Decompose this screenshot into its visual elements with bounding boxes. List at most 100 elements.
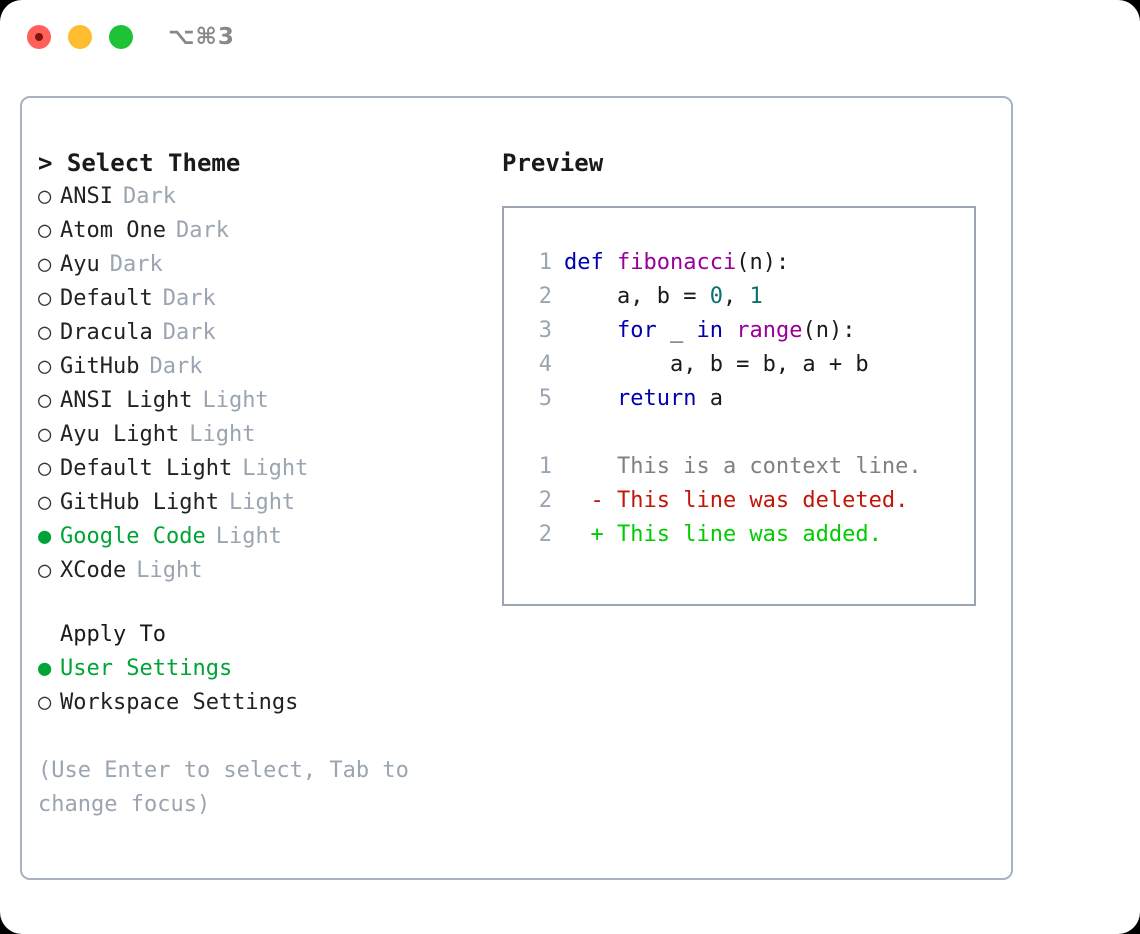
code-line-content: def fibonacci(n): (564, 246, 789, 280)
radio-unselected-icon[interactable]: ○ (38, 490, 52, 515)
diff-line-add: 2 + This line was added. (522, 518, 974, 552)
theme-option-label: Dracula (60, 320, 153, 345)
code-token-id: a (696, 386, 723, 411)
code-line-content: return a (564, 382, 723, 416)
theme-variant-label: Light (189, 422, 256, 447)
theme-variant-label: Light (136, 558, 203, 583)
theme-option-ansi-light[interactable]: ○ ANSI Light Light (38, 384, 478, 418)
title-bar: ⌥⌘3 (0, 0, 1140, 78)
select-theme-header: > Select Theme (38, 149, 241, 177)
line-number: 4 (538, 352, 552, 377)
code-token-kw: return (616, 386, 697, 411)
theme-variant-label: Dark (109, 252, 163, 277)
theme-option-ayu-light[interactable]: ○ Ayu Light Light (38, 418, 478, 452)
radio-unselected-icon[interactable]: ○ (38, 184, 52, 209)
apply-to-option-label: Workspace Settings (60, 690, 299, 715)
radio-unselected-icon[interactable]: ○ (38, 218, 52, 243)
line-number: 1 (538, 454, 552, 479)
code-line: 2 a, b = 0, 1 (522, 280, 974, 314)
radio-unselected-icon[interactable]: ○ (38, 422, 52, 447)
code-line: 5 return a (522, 382, 974, 416)
apply-to-title: Apply To (60, 622, 166, 647)
radio-unselected-icon[interactable]: ○ (38, 286, 52, 311)
code-line: 1 def fibonacci(n): (522, 246, 974, 280)
diff-sample: 1 This is a context line.2 - This line w… (522, 450, 974, 552)
code-token-num: 0 (709, 284, 723, 309)
diff-line-ctx: 1 This is a context line. (522, 450, 974, 484)
line-number: 2 (538, 488, 552, 513)
theme-variant-label: Light (242, 456, 309, 481)
code-token-id (564, 386, 617, 411)
code-token-kw: for (616, 318, 657, 343)
apply-to-list[interactable]: ● User Settings ○ Workspace Settings (38, 652, 478, 720)
keyboard-shortcut-label: ⌥⌘3 (168, 24, 235, 50)
line-number: 2 (538, 284, 552, 309)
code-token-num: 1 (749, 284, 763, 309)
preview-header: Preview (502, 149, 604, 177)
theme-variant-label: Light (215, 524, 282, 549)
diff-line-content: This is a context line. (564, 454, 922, 479)
radio-unselected-icon[interactable]: ○ (38, 690, 52, 715)
line-number: 5 (538, 386, 552, 411)
theme-option-ansi[interactable]: ○ ANSI Dark (38, 180, 478, 214)
code-token-id: _ (656, 318, 697, 343)
spacer (38, 720, 478, 754)
theme-variant-label: Dark (122, 184, 176, 209)
code-token-id (723, 318, 736, 343)
radio-unselected-icon[interactable]: ○ (38, 558, 52, 583)
window-controls (27, 25, 133, 49)
code-line-content: for _ in range(n): (564, 314, 855, 348)
radio-selected-icon[interactable]: ● (38, 656, 52, 681)
radio-unselected-icon[interactable]: ○ (38, 388, 52, 413)
diff-line-del: 2 - This line was deleted. (522, 484, 974, 518)
code-line-content: a, b = b, a + b (564, 348, 869, 382)
theme-option-xcode[interactable]: ○ XCode Light (38, 554, 478, 588)
close-button[interactable] (27, 25, 51, 49)
theme-variant-label: Dark (149, 354, 203, 379)
line-number: 2 (538, 522, 552, 547)
radio-unselected-icon[interactable]: ○ (38, 354, 52, 379)
code-line: 4 a, b = b, a + b (522, 348, 974, 382)
theme-variant-label: Light (202, 388, 269, 413)
maximize-button[interactable] (109, 25, 133, 49)
diff-line-content: + This line was added. (564, 522, 882, 547)
theme-option-label: Ayu Light (60, 422, 180, 447)
line-number: 1 (538, 250, 552, 275)
spacer (38, 588, 478, 618)
apply-to-option-label: User Settings (60, 656, 233, 681)
theme-option-google-code[interactable]: ● Google Code Light (38, 520, 478, 554)
code-line-content: a, b = 0, 1 (564, 280, 763, 314)
minimize-button[interactable] (68, 25, 92, 49)
apply-to-option-workspace-settings[interactable]: ○ Workspace Settings (38, 686, 478, 720)
radio-unselected-icon[interactable]: ○ (38, 456, 52, 481)
radio-selected-icon[interactable]: ● (38, 524, 52, 549)
spacer (522, 416, 974, 450)
radio-unselected-icon[interactable]: ○ (38, 320, 52, 345)
theme-variant-label: Dark (162, 320, 216, 345)
code-token-kw: in (696, 318, 723, 343)
theme-option-label: XCode (60, 558, 127, 583)
theme-option-dracula[interactable]: ○ Dracula Dark (38, 316, 478, 350)
radio-unselected-icon[interactable]: ○ (38, 252, 52, 277)
theme-option-label: ANSI (60, 184, 113, 209)
theme-option-label: Google Code (60, 524, 206, 549)
keyboard-hint-text: (Use Enter to select, Tab to change focu… (38, 758, 423, 817)
theme-option-label: ANSI Light (60, 388, 193, 413)
theme-variant-label: Dark (162, 286, 216, 311)
theme-variant-label: Dark (175, 218, 229, 243)
code-token-fn: fibonacci (616, 250, 737, 275)
apply-to-option-user-settings[interactable]: ● User Settings (38, 652, 478, 686)
